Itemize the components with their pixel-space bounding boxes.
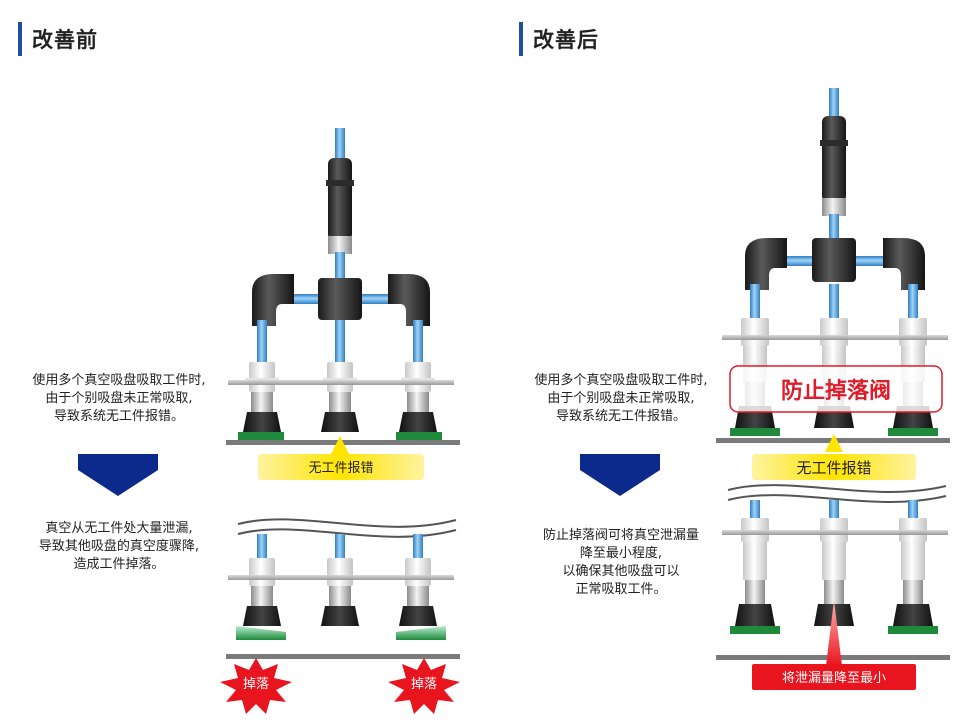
vacuum-pad-unit <box>735 500 775 626</box>
before-title: 改善前 <box>32 28 98 52</box>
vacuum-connector <box>328 158 352 240</box>
before-assembly-bottom: 掉落 掉落 <box>220 518 460 714</box>
conveyor-base <box>226 654 460 659</box>
break-line <box>237 518 457 528</box>
tee-fitting <box>318 278 362 320</box>
air-tube <box>335 128 345 160</box>
after-desc-2: 防止掉落阀可将真空泄漏量 降至最小程度, 以确保其他吸盘可以 正常吸取工件。 <box>516 527 726 599</box>
mounting-plate <box>722 530 948 535</box>
alarm-text: 无工件报错 <box>308 461 373 476</box>
desc-line: 造成工件掉落。 <box>73 557 165 572</box>
heading-accent-bar <box>519 22 523 56</box>
down-arrow-icon <box>78 454 158 496</box>
anti-drop-valve-callout <box>729 365 943 413</box>
before-assembly-top: 无工件报错 <box>226 128 460 480</box>
air-tube <box>829 88 839 118</box>
vacuum-pad-unit <box>893 500 933 626</box>
after-desc-1: 使用多个真空吸盘吸取工件时, 由于个别吸盘未正常吸取, 导致系统无工件报错。 <box>516 372 726 426</box>
falling-workpiece <box>236 626 286 640</box>
leak-text: 将泄漏量降至最小 <box>782 670 886 686</box>
tee-fitting <box>812 238 856 282</box>
break-line <box>237 528 457 538</box>
mounting-plate <box>228 380 454 385</box>
desc-line: 导致其他吸盘的真空度骤降, <box>38 539 200 554</box>
elbow-fitting-right <box>388 274 430 326</box>
desc-line: 导致系统无工件报错。 <box>555 409 686 424</box>
after-assembly-bottom: 将泄漏量降至最小 <box>716 484 950 690</box>
valve-text: 防止掉落阀 <box>781 379 891 404</box>
after-assembly-top: 防止掉落阀 无工件报错 <box>716 88 950 480</box>
desc-line: 导致系统无工件报错。 <box>53 409 184 424</box>
elbow-fitting-right <box>883 238 925 290</box>
desc-line: 正常吸取工件。 <box>575 582 667 597</box>
alarm-badge <box>258 454 424 480</box>
alarm-text: 无工件报错 <box>796 459 871 477</box>
elbow-fitting-left <box>745 238 787 290</box>
vacuum-pad-unit <box>243 320 281 432</box>
alarm-badge <box>752 454 916 480</box>
leak-arrow-up <box>826 600 842 666</box>
falling-workpiece <box>396 626 446 640</box>
desc-line: 防止掉落阀可将真空泄漏量 <box>542 528 699 543</box>
drop-text: 掉落 <box>411 677 437 692</box>
desc-line: 以确保其他吸盘可以 <box>562 564 680 579</box>
desc-line: 真空从无工件处大量泄漏, <box>45 521 193 536</box>
after-title: 改善后 <box>533 28 599 52</box>
workpiece <box>730 626 780 634</box>
before-heading: 改善前 <box>18 22 98 56</box>
leak-arrow-up <box>825 434 843 452</box>
burst-icon <box>220 658 292 714</box>
workpiece <box>888 626 938 634</box>
workpiece <box>888 428 938 436</box>
before-desc-1: 使用多个真空吸盘吸取工件时, 由于个别吸盘未正常吸取, 导致系统无工件报错。 <box>14 372 224 426</box>
workpiece <box>730 428 780 436</box>
desc-line: 由于个别吸盘未正常吸取, <box>547 391 695 406</box>
mounting-plate <box>722 335 948 340</box>
vacuum-pad-unit <box>321 320 359 432</box>
burst-icon <box>388 658 460 714</box>
mounting-plate <box>228 575 454 580</box>
desc-line: 使用多个真空吸盘吸取工件时, <box>32 373 206 388</box>
vacuum-pad-unit <box>399 320 437 432</box>
desc-line: 使用多个真空吸盘吸取工件时, <box>534 373 708 388</box>
after-heading: 改善后 <box>519 22 599 56</box>
vacuum-connector <box>822 116 846 202</box>
down-arrow-icon <box>580 454 660 496</box>
heading-accent-bar <box>18 22 22 56</box>
desc-line: 由于个别吸盘未正常吸取, <box>45 391 193 406</box>
workpiece <box>396 432 442 440</box>
workpiece <box>238 432 284 440</box>
leak-badge <box>752 664 916 690</box>
elbow-fitting-left <box>252 274 294 326</box>
break-line <box>727 484 947 493</box>
before-desc-2: 真空从无工件处大量泄漏, 导致其他吸盘的真空度骤降, 造成工件掉落。 <box>14 520 224 574</box>
drop-text: 掉落 <box>243 677 269 692</box>
desc-line: 降至最小程度, <box>579 546 663 561</box>
leak-arrow-up <box>331 436 349 454</box>
vacuum-pad-unit <box>243 534 281 626</box>
